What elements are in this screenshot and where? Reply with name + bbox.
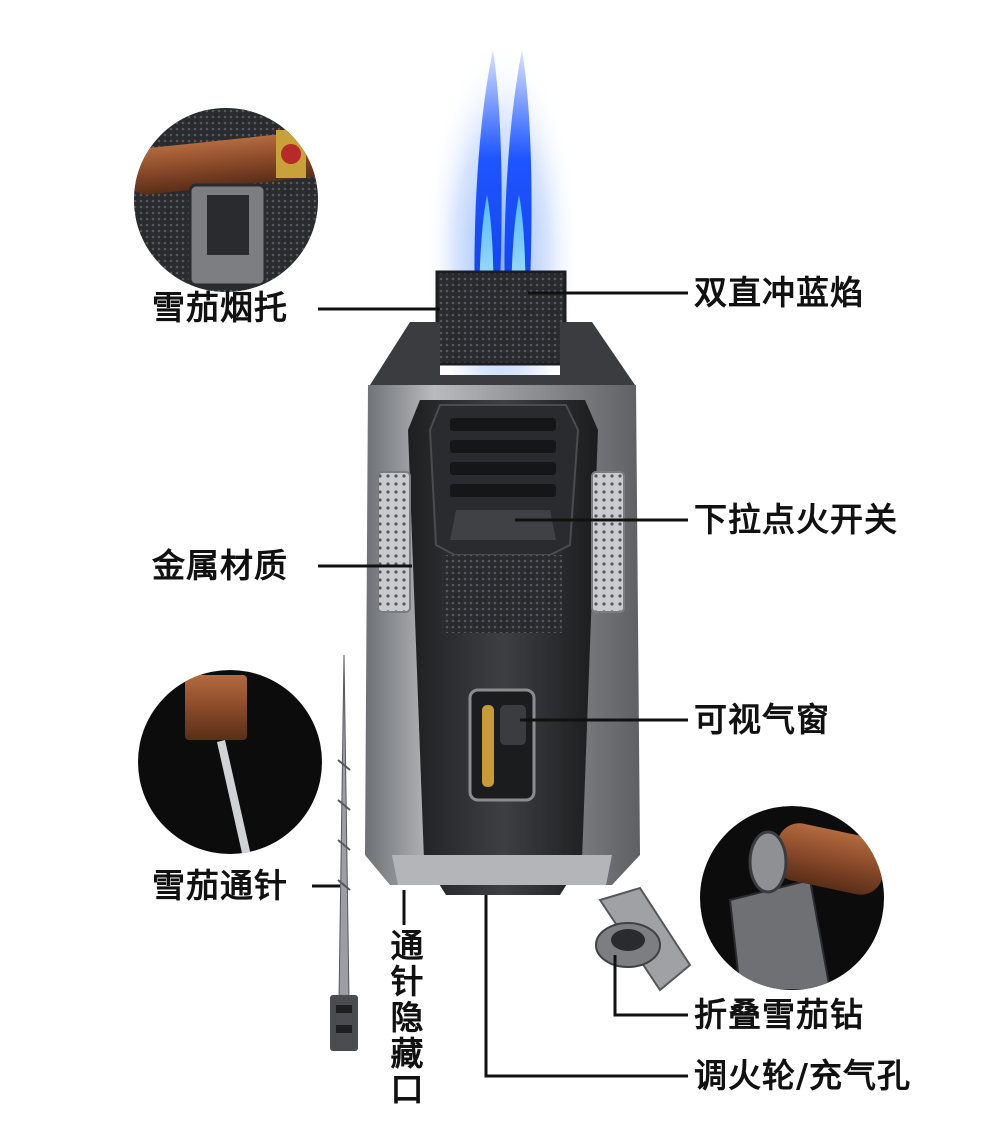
label-metal-material: 金属材质 <box>152 546 288 585</box>
label-cigar-needle: 雪茄通针 <box>152 866 288 905</box>
cigar-needle <box>330 654 358 1051</box>
inset-punch <box>700 806 884 990</box>
label-cigar-rest: 雪茄烟托 <box>152 288 288 327</box>
inset-cigar-rest <box>134 108 318 292</box>
label-folding-punch: 折叠雪茄钻 <box>694 995 864 1034</box>
leader-lines <box>312 291 688 1078</box>
label-pull-down-ignition: 下拉点火开关 <box>694 500 898 539</box>
label-visible-window: 可视气窗 <box>694 700 830 739</box>
folding-punch-tool <box>595 886 692 992</box>
lighter-body <box>365 270 640 895</box>
inset-needle <box>138 670 322 854</box>
label-needle-hidden-slot: 通针隐藏口 <box>385 928 424 1108</box>
label-flame-refill: 调火轮/充气孔 <box>694 1056 912 1095</box>
label-dual-flame: 双直冲蓝焰 <box>694 273 864 312</box>
